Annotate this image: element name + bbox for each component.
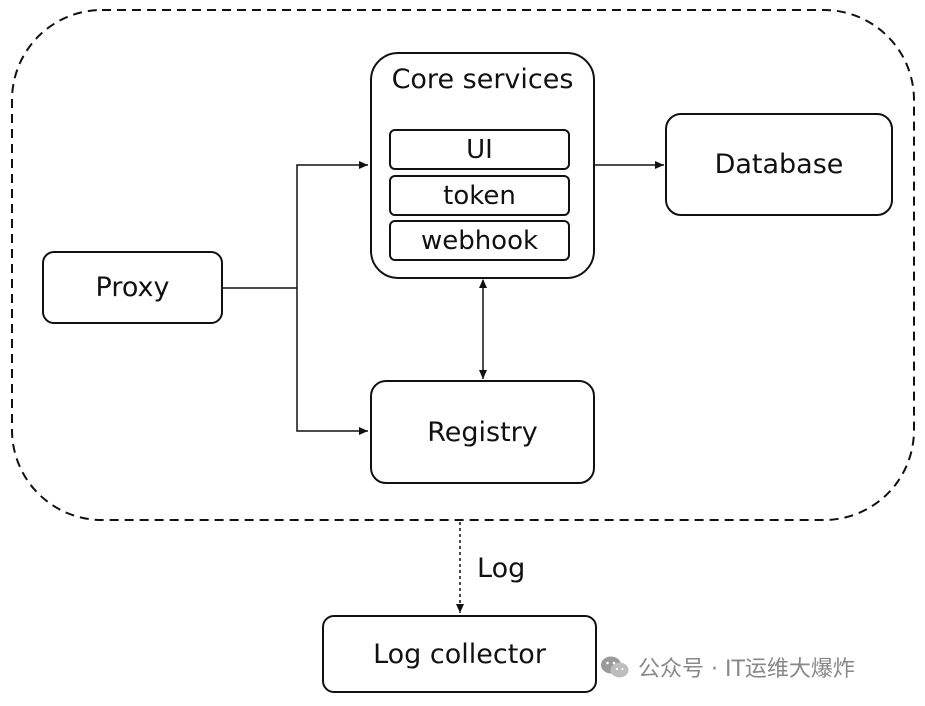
registry-label: Registry (427, 416, 538, 448)
proxy-label: Proxy (95, 272, 170, 303)
token-box: token (389, 175, 570, 216)
database-node: Database (665, 113, 893, 216)
proxy-node: Proxy (42, 251, 223, 324)
edge-proxy-to-core (296, 161, 368, 288)
log-edge-label: Log (477, 553, 526, 584)
ui-label: UI (466, 134, 493, 165)
token-label: token (443, 180, 516, 211)
log-collector-label: Log collector (373, 638, 546, 670)
system-boundary (11, 9, 915, 521)
ui-box: UI (389, 129, 570, 170)
log-collector-node: Log collector (322, 615, 597, 693)
database-label: Database (714, 149, 844, 180)
watermark-text: 公众号 · IT运维大爆炸 (638, 657, 855, 682)
webhook-box: webhook (389, 220, 570, 261)
wechat-icon (601, 656, 629, 678)
registry-node: Registry (370, 380, 595, 484)
watermark: 公众号 · IT运维大爆炸 (600, 651, 855, 683)
core-services-label: Core services (391, 64, 574, 95)
edge-proxy-to-registry (296, 288, 368, 435)
webhook-label: webhook (420, 225, 539, 256)
